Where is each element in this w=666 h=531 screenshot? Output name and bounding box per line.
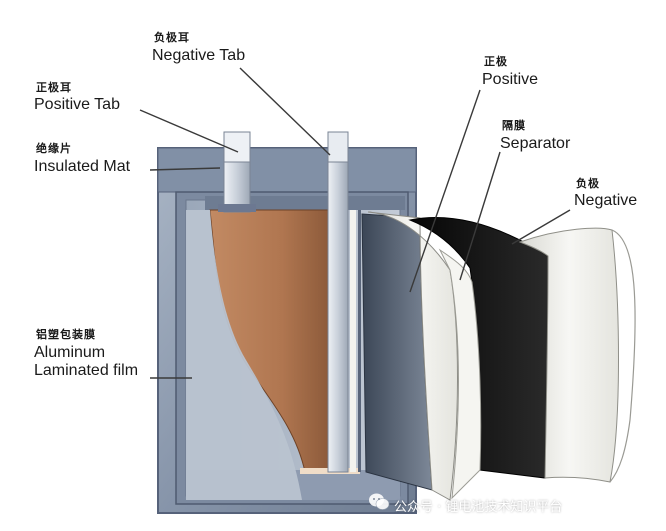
wechat-icon <box>369 493 390 510</box>
aluminum-film-label-zh: 铝塑包装膜 <box>36 328 96 341</box>
positive-label-en: Positive <box>482 71 539 88</box>
positive-tab <box>218 131 256 213</box>
insulated-mat-label-zh: 绝缘片 <box>36 142 72 155</box>
separator-sheet <box>438 248 482 500</box>
negative-tab-label-zh: 负极耳 <box>154 31 190 44</box>
leader-lines <box>139 67 571 379</box>
negative-label-zh: 负极 <box>576 177 600 190</box>
positive-label-zh: 正极 <box>484 55 508 68</box>
aluminum-film-label-en-2: Laminated film <box>34 362 139 379</box>
positive-tab-label-en: Positive Tab <box>34 96 120 113</box>
insulated-mat-label-en: Insulated Mat <box>34 158 131 175</box>
negative-tab <box>327 131 361 473</box>
watermark-text: 公众号 · 锂电池技术知识平台 <box>394 500 563 515</box>
positive-tab-label-zh: 正极耳 <box>36 81 72 94</box>
separator-label-zh: 隔膜 <box>502 119 526 132</box>
outer-white-sheet <box>518 227 619 483</box>
aluminum-film-label-en-1: Aluminum <box>34 344 106 361</box>
separator-label-en: Separator <box>500 135 571 152</box>
negative-tab-label-en: Negative Tab <box>152 47 246 64</box>
negative-label-en: Negative <box>574 192 638 209</box>
